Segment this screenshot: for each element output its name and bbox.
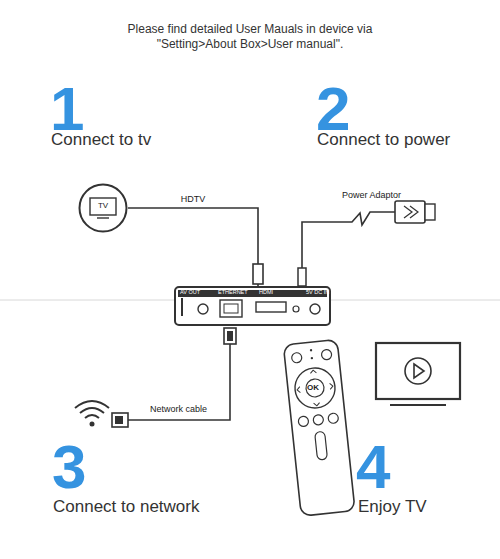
node-text: TV <box>78 201 128 211</box>
step-number: 3 <box>52 436 86 498</box>
tv-circle: TV <box>78 183 128 233</box>
edge-label: HDTV <box>181 194 206 204</box>
step-caption: Enjoy TV <box>358 497 427 517</box>
step-number: 4 <box>356 436 390 498</box>
step-caption: Connect to network <box>53 497 199 517</box>
port-label: HDMI <box>259 289 273 295</box>
step-caption: Connect to power <box>317 130 450 150</box>
hdmi-plug <box>253 264 263 284</box>
device-box: AV OUT ETHERNET HDMI 5V DC IN <box>175 287 330 325</box>
port-label: AV OUT <box>180 289 200 295</box>
port-label: ETHERNET <box>218 289 248 295</box>
button-label: OK <box>307 383 319 392</box>
cable-label: Network cable <box>150 404 207 414</box>
port-label: 5V DC IN <box>306 289 329 295</box>
part-label: Power Adaptor <box>342 190 401 200</box>
step-caption: Connect to tv <box>51 130 151 150</box>
cable-connector <box>128 208 258 287</box>
title: Please find detailed User Mauals in devi… <box>100 22 400 52</box>
